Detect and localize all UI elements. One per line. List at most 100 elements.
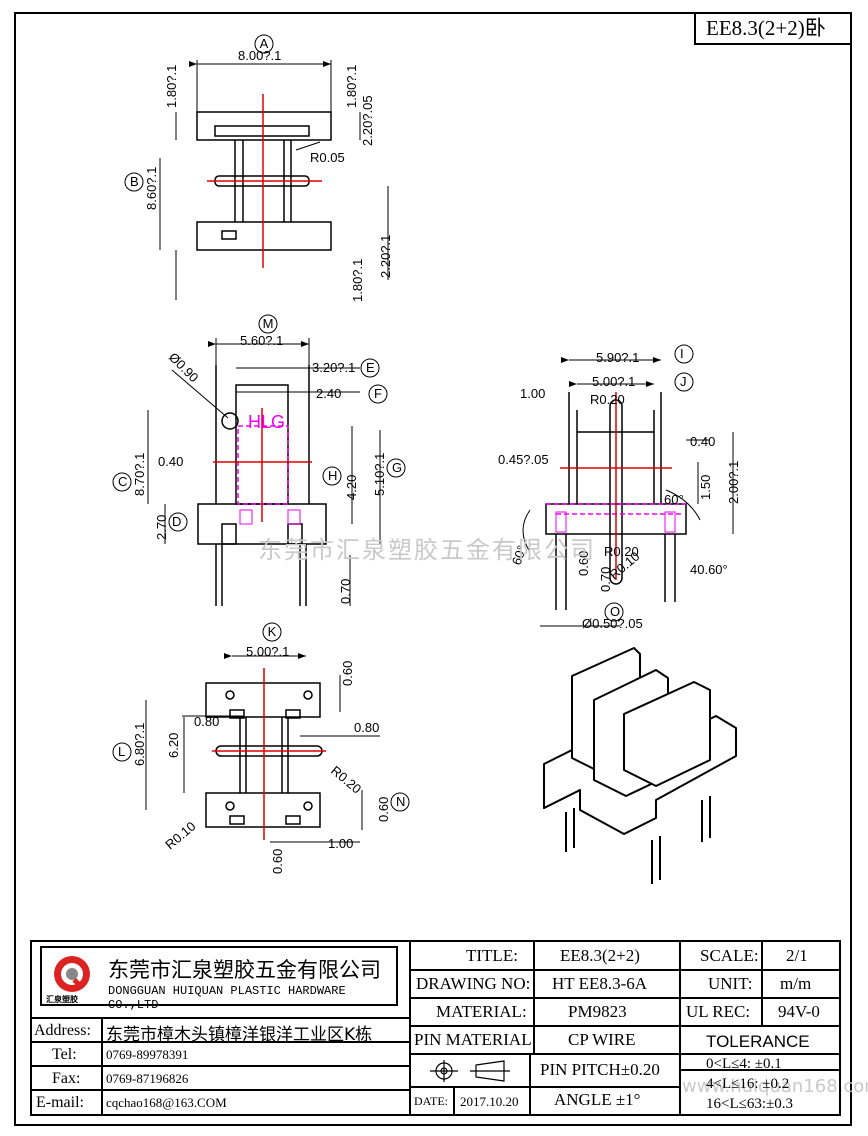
tolerance-row-1: 0<L≤4: ±0.1 bbox=[706, 1056, 782, 1072]
dim-060n: 0.60 bbox=[376, 797, 391, 822]
watermark-url: www.huiquan168.com bbox=[682, 1076, 868, 1097]
label-j: J bbox=[680, 374, 687, 389]
tel-label: Tel: bbox=[52, 1046, 77, 1063]
dim-150: 1.50 bbox=[698, 475, 713, 500]
dim-a60: 60° bbox=[664, 492, 684, 507]
label-e: E bbox=[366, 360, 375, 375]
dim-a4060: 40.60° bbox=[690, 562, 728, 577]
ul-value: 94V-0 bbox=[778, 1002, 820, 1021]
dim-100b: 1.00 bbox=[328, 836, 353, 851]
dim-a60b: 60° bbox=[509, 543, 530, 567]
company-name-en: DONGGUAN HUIQUAN PLASTIC HARDWARE CO.,LT… bbox=[108, 984, 346, 1012]
pin-material-label: PIN MATERIAL: bbox=[414, 1030, 537, 1049]
label-l: L bbox=[118, 744, 125, 759]
view-front bbox=[147, 338, 381, 606]
dim-m-width: 5.60?.1 bbox=[240, 333, 283, 348]
fax-value: 0769-87196826 bbox=[106, 1071, 189, 1086]
label-o: O bbox=[610, 604, 620, 619]
scale-label: SCALE: bbox=[700, 946, 759, 965]
label-i: I bbox=[680, 346, 684, 361]
ul-label: UL REC: bbox=[686, 1002, 751, 1021]
dim-040: 0.40 bbox=[158, 454, 183, 469]
dim-j-width: 5.00?.1 bbox=[592, 374, 635, 389]
projection-symbol-icon bbox=[430, 1060, 510, 1082]
dim-060: 0.60 bbox=[576, 551, 591, 576]
tolerance-label: TOLERANCE bbox=[706, 1032, 810, 1051]
title-value: EE8.3(2+2) bbox=[560, 946, 640, 965]
tolerance-row-3: 16<L≤63:±0.3 bbox=[706, 1096, 794, 1112]
watermark: 东莞市汇泉塑胶五金有限公司 bbox=[258, 536, 596, 564]
dim-k-width: 5.00?.1 bbox=[246, 644, 289, 659]
label-a: A bbox=[260, 36, 269, 51]
dim-height-b: 8.60?.1 bbox=[144, 167, 159, 210]
material-label: MATERIAL: bbox=[436, 1002, 527, 1021]
unit-label: UNIT: bbox=[708, 974, 753, 993]
title-block: 汇泉塑胶 东莞市汇泉塑胶五金有限公司 DONGGUAN HUIQUAN PLAS… bbox=[30, 940, 841, 1116]
email-value: cqchao168@163.COM bbox=[106, 1095, 227, 1110]
address-value: 东莞市樟木头镇樟洋银洋工业区K栋 bbox=[106, 1025, 373, 1045]
dim-080l: 0.80 bbox=[194, 714, 219, 729]
dim-phi050: Ø0.50?.05 bbox=[582, 616, 643, 631]
label-k: K bbox=[268, 624, 277, 639]
label-h: H bbox=[328, 468, 337, 483]
scale-value: 2/1 bbox=[786, 946, 808, 965]
dim-080r: 0.80 bbox=[354, 720, 379, 735]
logo-text: 汇泉塑胶 bbox=[46, 995, 78, 1004]
dim-620: 6.20 bbox=[166, 733, 181, 758]
dim-f: 2.40 bbox=[316, 386, 341, 401]
tolerance-row-2: 4<L≤16: ±0.2 bbox=[706, 1076, 790, 1092]
dim-070: 0.70 bbox=[598, 567, 613, 592]
dim-e: 3.20?.1 bbox=[312, 360, 355, 375]
date-value: 2017.10.20 bbox=[460, 1094, 519, 1109]
dim-045: 0.45?.05 bbox=[498, 452, 549, 467]
label-m: M bbox=[263, 316, 274, 331]
dim-060t: 0.60 bbox=[340, 661, 355, 686]
dim-r020c: R0.20 bbox=[328, 763, 364, 797]
title-block-grid bbox=[30, 940, 841, 1116]
iso-view bbox=[543, 647, 737, 884]
dim-r010c: R0.10 bbox=[162, 819, 198, 853]
dim-g: 5.10?.1 bbox=[372, 453, 387, 496]
label-d: D bbox=[172, 514, 181, 529]
dim-040r: 0.40 bbox=[690, 434, 715, 449]
fax-label: Fax: bbox=[52, 1070, 81, 1087]
company-logo-box: 汇泉塑胶 东莞市汇泉塑胶五金有限公司 DONGGUAN HUIQUAN PLAS… bbox=[40, 946, 398, 1012]
material-value: PM9823 bbox=[568, 1002, 627, 1021]
dim-r020: R0.20 bbox=[590, 392, 625, 407]
label-c: C bbox=[118, 474, 127, 489]
unit-value: m/m bbox=[780, 974, 812, 993]
technical-drawing: A 8.00?.1 1.80?.1 1.80?.1 2.20?.05 R0.05… bbox=[112, 34, 741, 884]
hlg-marking: HLG bbox=[248, 412, 285, 432]
drawing-no-label: DRAWING NO: bbox=[416, 974, 531, 993]
label-n: N bbox=[396, 794, 405, 809]
dim-r020b: R0.20 bbox=[604, 544, 639, 559]
label-f: F bbox=[374, 386, 382, 401]
angle-tolerance: ANGLE ±1° bbox=[554, 1090, 641, 1109]
dim-pin-len: 0.70 bbox=[338, 579, 353, 604]
dim-060b: 0.60 bbox=[270, 849, 285, 874]
drawing-no-value: HT EE8.3-6A bbox=[552, 974, 648, 993]
dim-top-width: 8.00?.1 bbox=[238, 48, 281, 63]
dim-c-height: 8.70?.1 bbox=[132, 453, 147, 496]
dim-l-height: 6.80?.1 bbox=[132, 723, 147, 766]
dim-bottom-left: 1.80?.1 bbox=[350, 259, 365, 302]
dim-bottom-depth: 2.20?.1 bbox=[378, 235, 393, 278]
view-bottom bbox=[145, 653, 380, 843]
tel-value: 0769-89978391 bbox=[106, 1047, 189, 1062]
address-label: Address: bbox=[34, 1022, 91, 1039]
dim-200: 2.00?.1 bbox=[726, 461, 741, 504]
dim-d: 2.70 bbox=[154, 515, 169, 540]
dim-top-right: 1.80?.1 bbox=[344, 65, 359, 108]
pin-material-value: CP WIRE bbox=[568, 1030, 636, 1049]
dim-100: 1.00 bbox=[520, 386, 545, 401]
label-g: G bbox=[392, 460, 402, 475]
title-tag: EE8.3(2+2)卧 bbox=[694, 13, 850, 45]
label-b: B bbox=[130, 174, 139, 189]
date-label: DATE: bbox=[414, 1094, 448, 1108]
dim-top-left: 1.80?.1 bbox=[164, 65, 179, 108]
title-label: TITLE: bbox=[466, 946, 518, 965]
dim-i-width: 5.90?.1 bbox=[596, 350, 639, 365]
dim-r005: R0.05 bbox=[310, 150, 345, 165]
company-name-cn: 东莞市汇泉塑胶五金有限公司 bbox=[108, 958, 381, 982]
company-logo-icon bbox=[54, 956, 90, 992]
